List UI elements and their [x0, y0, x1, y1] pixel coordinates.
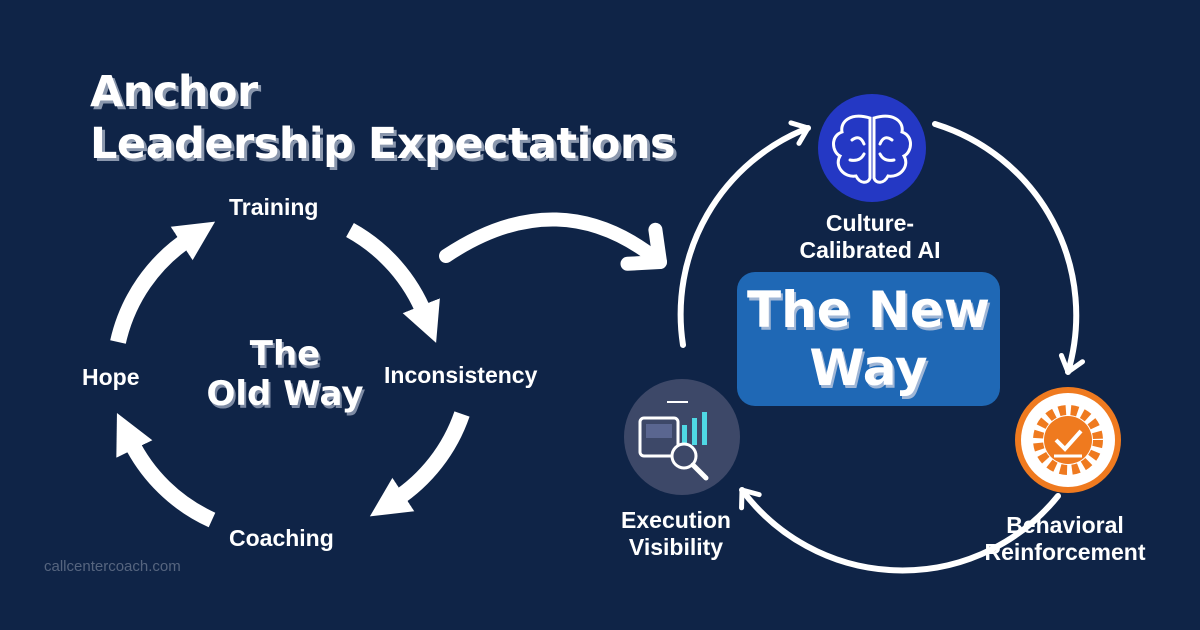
arrow-coaching-to-hope — [116, 412, 216, 528]
brain-icon — [818, 94, 926, 202]
step-line: Visibility — [628, 534, 724, 560]
step-behavioral-reinforcement: Behavioral Reinforcement — [965, 512, 1165, 566]
old-way-label: The Old Way — [185, 334, 385, 414]
step-line: Reinforcement — [984, 539, 1146, 565]
new-way-cycle-arrows — [677, 120, 1086, 574]
step-line: Calibrated AI — [799, 237, 941, 263]
step-line: Behavioral — [1006, 512, 1124, 538]
step-hope: Hope — [82, 364, 140, 390]
new-way-box: The New Way — [737, 272, 1000, 406]
old-way-line-1: The — [249, 334, 321, 374]
step-inconsistency: Inconsistency — [384, 362, 538, 388]
dashboard-magnifier-icon — [624, 379, 740, 495]
gear-check-icon — [1015, 387, 1121, 493]
transition-arrow — [439, 212, 667, 271]
step-line: Execution — [621, 507, 731, 533]
step-line: Culture- — [825, 210, 915, 236]
arrow-training-to-inconsistency — [346, 222, 440, 343]
arrow-hope-to-training — [110, 221, 216, 344]
new-way-line-2: Way — [809, 339, 928, 397]
old-way-cycle-arrows — [110, 221, 470, 528]
step-culture-calibrated-ai: Culture- Calibrated AI — [770, 210, 970, 264]
step-training: Training — [229, 194, 319, 220]
title-line-2: Leadership Expectations — [90, 119, 676, 169]
arrow-ai-to-reinforcement — [932, 121, 1086, 375]
step-execution-visibility: Execution Visibility — [576, 507, 776, 561]
step-coaching: Coaching — [229, 525, 334, 551]
new-way-line-1: The New — [747, 281, 990, 339]
arrow-inconsistency-to-coaching — [369, 411, 470, 517]
arrow-reinforcement-to-visibility — [739, 487, 1061, 574]
page-title: Anchor Leadership Expectations — [90, 66, 676, 170]
arrow-visibility-to-ai — [677, 120, 811, 348]
title-line-1: Anchor — [90, 67, 258, 117]
old-way-line-2: Old Way — [206, 374, 364, 414]
watermark: callcentercoach.com — [44, 558, 181, 575]
